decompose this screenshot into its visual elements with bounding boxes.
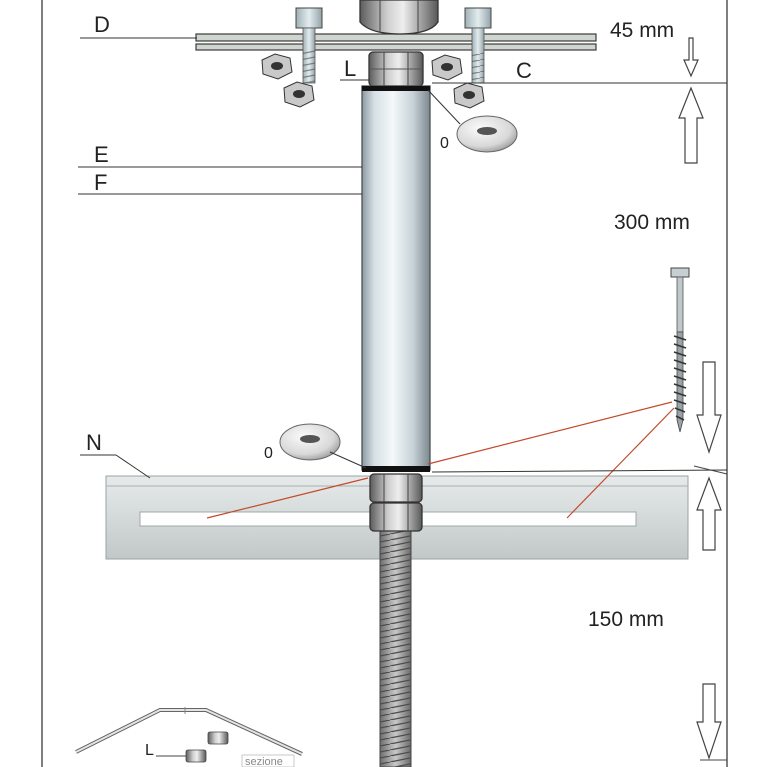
threaded-rod: [379, 527, 412, 767]
label-e: E: [94, 142, 109, 167]
leader-lines: [78, 37, 728, 479]
label-o-lower: 0: [264, 445, 273, 462]
upper-washer: [456, 115, 518, 153]
label-o-upper: 0: [440, 135, 449, 152]
label-n: N: [86, 430, 102, 455]
upper-coupling-nut: [368, 51, 424, 87]
section-inset: [75, 707, 303, 767]
lower-nut-top: [369, 473, 423, 503]
label-f: F: [94, 170, 107, 195]
small-nut-3: [431, 54, 463, 81]
dim-arrow-top-down: [683, 37, 699, 78]
label-d: D: [94, 12, 110, 37]
spacer-tube: [361, 85, 431, 472]
small-nut-2: [283, 81, 315, 108]
small-nut-4: [453, 82, 485, 109]
label-section: sezione: [245, 756, 283, 767]
dimension-middle: 300 mm: [614, 211, 690, 234]
lower-washer: [279, 423, 341, 461]
small-nut-1: [261, 53, 293, 80]
top-nut: [359, 0, 439, 35]
lower-nut-bottom: [369, 502, 423, 532]
red-indicator-lines: [206, 401, 675, 519]
left-bolt: [295, 7, 323, 84]
dim-arrow-upper-up: [678, 86, 704, 164]
dimension-bottom: 150 mm: [588, 608, 664, 631]
dim-arrow-bottom-down: [696, 683, 722, 760]
top-bar-d: [195, 33, 597, 51]
label-c: C: [516, 58, 532, 83]
dim-arrow-mid-down: [696, 361, 722, 454]
dimension-top: 45 mm: [610, 19, 674, 42]
dim-arrow-lower-up: [696, 476, 722, 551]
dim-tick-lower: [693, 465, 728, 475]
label-l: L: [344, 56, 356, 81]
lag-screw: [670, 267, 690, 433]
label-l-section: L: [145, 742, 154, 759]
